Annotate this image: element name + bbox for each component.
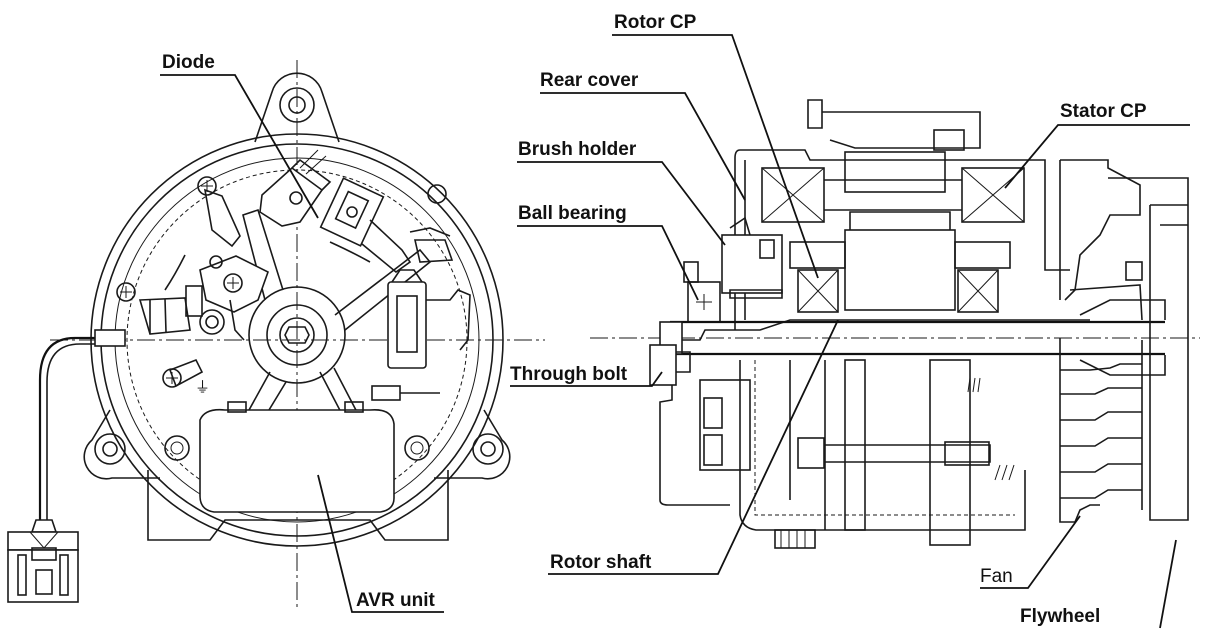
leader-flywheel — [1159, 539, 1177, 629]
left-mounting-lug — [83, 409, 160, 480]
brush-holder-body — [721, 216, 783, 299]
ground-symbol: ⏚ — [195, 379, 210, 396]
terminal-cluster — [199, 255, 269, 341]
label-rotor-cp: Rotor CP — [614, 12, 697, 33]
fan-nut — [1125, 261, 1143, 281]
right-lug-bolt-inner — [480, 441, 496, 457]
right-lug-bolt-outer — [472, 433, 504, 465]
housing-top-outline — [740, 149, 1070, 271]
housing-outer-ring — [90, 133, 504, 547]
label-flywheel: Flywheel — [1020, 606, 1100, 627]
rear-view: ⏚ — [7, 60, 545, 610]
housing-screws — [116, 176, 447, 461]
leader-through-bolt — [510, 371, 663, 387]
diode-assembly — [259, 149, 412, 274]
label-rear-cover: Rear cover — [540, 70, 639, 91]
bearing-left — [789, 241, 846, 269]
leader-brush-holder — [517, 161, 726, 246]
leader-fan — [980, 515, 1081, 589]
lower-cover — [659, 385, 730, 506]
stator-top-block — [844, 151, 946, 193]
avr-unit-body — [199, 401, 395, 513]
leader-rotor-shaft — [548, 319, 839, 575]
wire-harness — [38, 329, 126, 520]
label-fan: Fan — [980, 566, 1013, 587]
fan-body — [1059, 159, 1143, 523]
leader-rear-cover — [540, 92, 746, 201]
hub-middle — [266, 304, 328, 366]
part-labels: Diode Rotor CP Rear cover Stator CP Brus… — [162, 12, 1147, 627]
shaft-nut — [284, 326, 310, 344]
right-mounting-lug — [434, 409, 511, 480]
rotor-shaft-body — [670, 320, 1165, 356]
left-lug-bolt-outer — [94, 433, 126, 465]
left-bracket — [138, 188, 241, 335]
wire-connector — [7, 519, 79, 603]
long-bolt-shank — [824, 444, 991, 463]
hub-inner — [279, 317, 315, 353]
spoke-top — [242, 208, 284, 301]
hub-outer — [248, 286, 346, 384]
top-mounting-lug — [254, 72, 340, 143]
wire-arc — [329, 241, 371, 263]
bearing-right — [954, 241, 1011, 269]
leader-stator-cp — [1004, 124, 1190, 189]
label-ball-bearing: Ball bearing — [518, 203, 627, 224]
label-rotor-shaft: Rotor shaft — [550, 552, 652, 573]
top-fitting-bolt — [807, 99, 823, 129]
left-lug-bolt-inner — [102, 441, 118, 457]
lower-housing-outline — [739, 360, 1026, 531]
leader-avr-unit — [317, 474, 444, 613]
wire-arc-2 — [164, 254, 186, 291]
top-lug-bolt-outer — [279, 87, 315, 123]
leader-ball-bearing — [517, 225, 699, 301]
lower-cover-block — [699, 379, 751, 471]
long-bolt-head — [797, 437, 825, 469]
leader-lines — [160, 34, 1190, 629]
label-through-bolt: Through bolt — [510, 364, 628, 385]
through-bolt-head — [649, 344, 677, 386]
top-fitting-arm — [822, 111, 981, 149]
label-diode: Diode — [162, 52, 215, 73]
ground-terminal: ⏚ — [162, 358, 210, 396]
label-stator-cp: Stator CP — [1060, 101, 1147, 122]
flywheel-body — [1108, 177, 1189, 521]
label-avr-unit: AVR unit — [356, 590, 435, 611]
label-brush-holder: Brush holder — [518, 139, 637, 160]
terminal-comb — [774, 529, 816, 549]
top-lug-bolt-inner — [288, 96, 306, 114]
rotor-core — [844, 229, 956, 311]
leader-rotor-cp — [612, 34, 819, 279]
leader-diode — [160, 74, 319, 219]
side-view — [590, 99, 1200, 549]
right-components — [371, 227, 471, 401]
ball-bearing-body — [683, 261, 721, 323]
housing-base — [147, 470, 449, 541]
